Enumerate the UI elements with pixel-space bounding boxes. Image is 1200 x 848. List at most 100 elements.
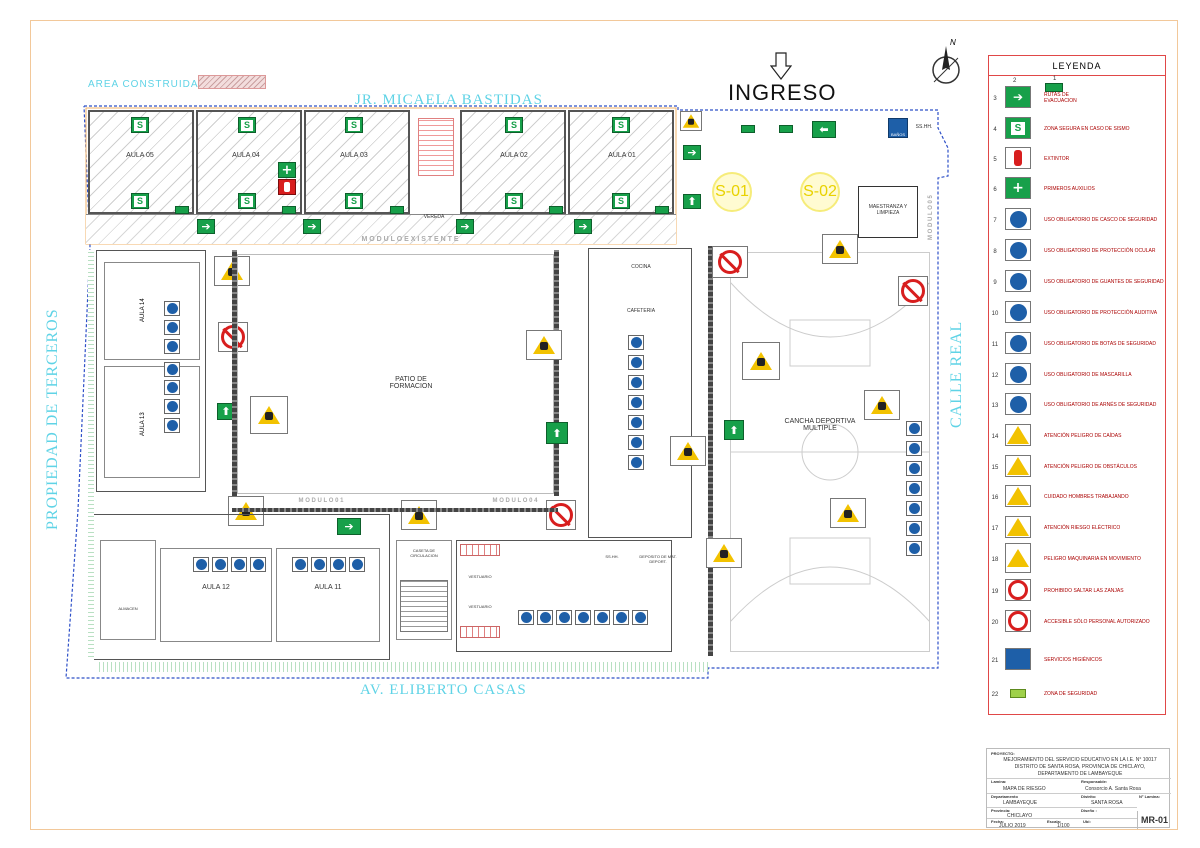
entrance-label: INGRESO: [728, 80, 837, 105]
safe-zone-s02: S-02: [800, 172, 840, 212]
legend-top-num-2: 2: [1013, 78, 1017, 84]
legend-item-text: USO OBLIGATORIO DE MASCARILLA: [1044, 372, 1132, 378]
first-aid-icon: +: [278, 162, 296, 178]
extinguisher-icon: [1005, 147, 1031, 169]
tb-row-2: [987, 793, 1171, 794]
ear-protection-icon: [906, 481, 922, 496]
label-aula-12: AULA 12: [202, 584, 230, 591]
gloves-icon: [231, 557, 247, 572]
legend-item-text: USO OBLIGATORIO DE BOTAS DE SEGURIDAD: [1044, 341, 1156, 347]
legend-item-text: PROHIBIDO SALTAR LAS ZANJAS: [1044, 588, 1124, 594]
mask-icon: [1005, 363, 1031, 385]
safe-zone-icon: S: [345, 193, 363, 209]
helmet-icon: [906, 421, 922, 436]
gloves-icon: [906, 461, 922, 476]
harness-icon: [628, 455, 644, 470]
authorized-only-icon: [546, 500, 576, 530]
legend-item-number: 3: [993, 96, 997, 102]
room-caseta: [396, 540, 452, 640]
gloves-icon: [1005, 270, 1031, 292]
area-swatch: [198, 75, 266, 89]
tb-diseno-label: Diseño :: [1081, 808, 1097, 813]
no-jumping-icon: [898, 276, 928, 306]
evacuation-arrow-icon: ➔: [683, 145, 701, 160]
boots-icon: [1005, 332, 1031, 354]
tb-distrito: SANTA ROSA: [1091, 800, 1123, 806]
mask-icon: [613, 610, 629, 625]
cancha-wall-west: [708, 246, 713, 656]
label-cancha: CANCHA DEPORTIVA MULTIPLE: [784, 418, 856, 432]
legend-panel: LEYENDA 2 1: [988, 55, 1166, 715]
mask-icon: [311, 557, 327, 572]
tb-code: MR-01: [1137, 811, 1171, 829]
safe-zone-icon: S: [1005, 117, 1031, 139]
mask-icon: [164, 399, 180, 414]
tb-row-3: [987, 807, 1137, 808]
green-strip-west: [88, 250, 94, 660]
label-almacen: ALMACEN: [118, 606, 138, 611]
tb-row-4: [987, 818, 1137, 819]
room-aula-14: [104, 262, 200, 360]
legend-item-text: USO OBLIGATORIO DE GUANTES DE SEGURIDAD: [1044, 279, 1164, 285]
label-maestranza: MAESTRANZA Y LIMPIEZA: [868, 204, 908, 216]
legend-item-number: 15: [991, 465, 999, 471]
harness-icon: [906, 541, 922, 556]
tb-lamina-label: Lamina:: [991, 779, 1007, 784]
street-north: JR. MICAELA BASTIDAS: [355, 92, 543, 108]
label-caseta: CASETA DE CIRCULACION: [410, 548, 438, 558]
boots-icon: [164, 380, 180, 395]
legend-item-text: ZONA SEGURA EN CASO DE SISMO: [1044, 126, 1130, 132]
helmet-icon: [193, 557, 209, 572]
machinery-warning-icon: [1005, 543, 1031, 573]
gloves-icon: [164, 339, 180, 354]
exit-arrow-icon: ➔: [1005, 86, 1031, 108]
legend-item-text: PELIGRO MAQUINARIA EN MOVIMIENTO: [1044, 556, 1141, 562]
tb-lamina-n-label: N° Lamina:: [1139, 794, 1160, 799]
exit-sign-icon: [779, 125, 793, 133]
tb-provincia: CHICLAYO: [1007, 813, 1033, 819]
legend-item-number: 4: [993, 127, 997, 133]
mask-icon: [628, 435, 644, 450]
label-aula-04: AULA 04: [232, 152, 260, 159]
men-working-icon: [670, 436, 706, 466]
legend-item-text: ATENCIÓN RIESGO ELÉCTRICO: [1044, 525, 1121, 531]
patio-outline: [237, 254, 554, 494]
area-label: AREA CONSTRUIDA: [88, 79, 199, 90]
label-aula-13: AULA 13: [140, 412, 146, 436]
harness-icon: [632, 610, 648, 625]
module-left-block: [96, 250, 206, 492]
helmet-icon: [628, 335, 644, 350]
exit-sign-icon: [175, 206, 189, 214]
toilets-icon: BAÑOS: [888, 118, 908, 138]
tb-fecha-label: Fecha:: [991, 819, 1004, 824]
room-maestranza: [858, 186, 918, 238]
street-south: AV. ELIBERTO CASAS: [360, 682, 527, 698]
entrance-arrow-icon: [769, 52, 793, 85]
legend-item-text: SERVICIOS HIGIÉNICOS: [1044, 657, 1102, 663]
goggles-icon: [628, 355, 644, 370]
safety-zone-icon: [1005, 682, 1031, 704]
label-modulo-existente: M O D U L O E X I S T E N T E: [361, 236, 459, 243]
fall-warning-icon: [401, 500, 437, 530]
helmet-icon: [518, 610, 534, 625]
legend-item-text: RUTAS DE EVACUACION: [1044, 92, 1077, 104]
goggles-icon: [1005, 239, 1031, 261]
ear-protection-icon: [575, 610, 591, 625]
authorized-only-icon: [1005, 610, 1031, 632]
safe-zone-icon: S: [612, 117, 630, 133]
legend-item-text: ACCESIBLE SÓLO PERSONAL AUTORIZADO: [1044, 619, 1150, 625]
boots-icon: [628, 415, 644, 430]
evacuation-arrow-icon: ➔: [574, 219, 592, 234]
helmet-icon: [164, 301, 180, 316]
legend-item-number: 22: [991, 692, 999, 698]
label-deposito: DEPOSITO DE MAT. DEPORT.: [639, 554, 677, 564]
safe-zone-icon: S: [505, 117, 523, 133]
evacuation-arrow-up-icon: ⬆: [546, 422, 568, 444]
legend-item-text: USO OBLIGATORIO DE ARNÉS DE SEGURIDAD: [1044, 402, 1157, 408]
label-modulo-01: M O D U L O 0 1: [298, 498, 344, 504]
no-jumping-icon: [1005, 579, 1031, 601]
